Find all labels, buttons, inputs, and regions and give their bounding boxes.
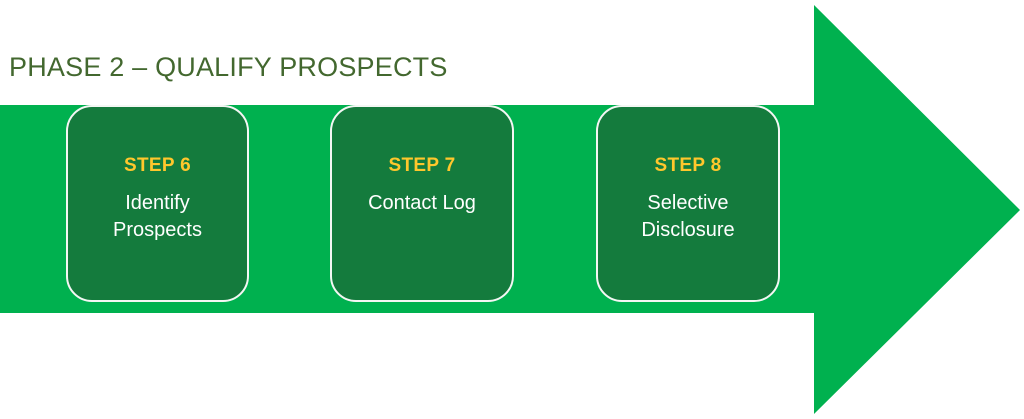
step-card-8[interactable]: STEP 8 Selective Disclosure	[596, 105, 780, 302]
step-description: Identify Prospects	[113, 192, 202, 241]
step-label: STEP 7	[388, 155, 456, 176]
step-card-6[interactable]: STEP 6 Identify Prospects	[66, 105, 249, 302]
step-label: STEP 6	[124, 155, 191, 176]
step-description: Selective Disclosure	[641, 192, 735, 241]
step-card-7[interactable]: STEP 7 Contact Log	[330, 105, 514, 302]
step-description: Contact Log	[368, 192, 476, 214]
step-label: STEP 8	[654, 155, 722, 176]
page-title: PHASE 2 – QUALIFY PROSPECTS	[9, 52, 448, 82]
